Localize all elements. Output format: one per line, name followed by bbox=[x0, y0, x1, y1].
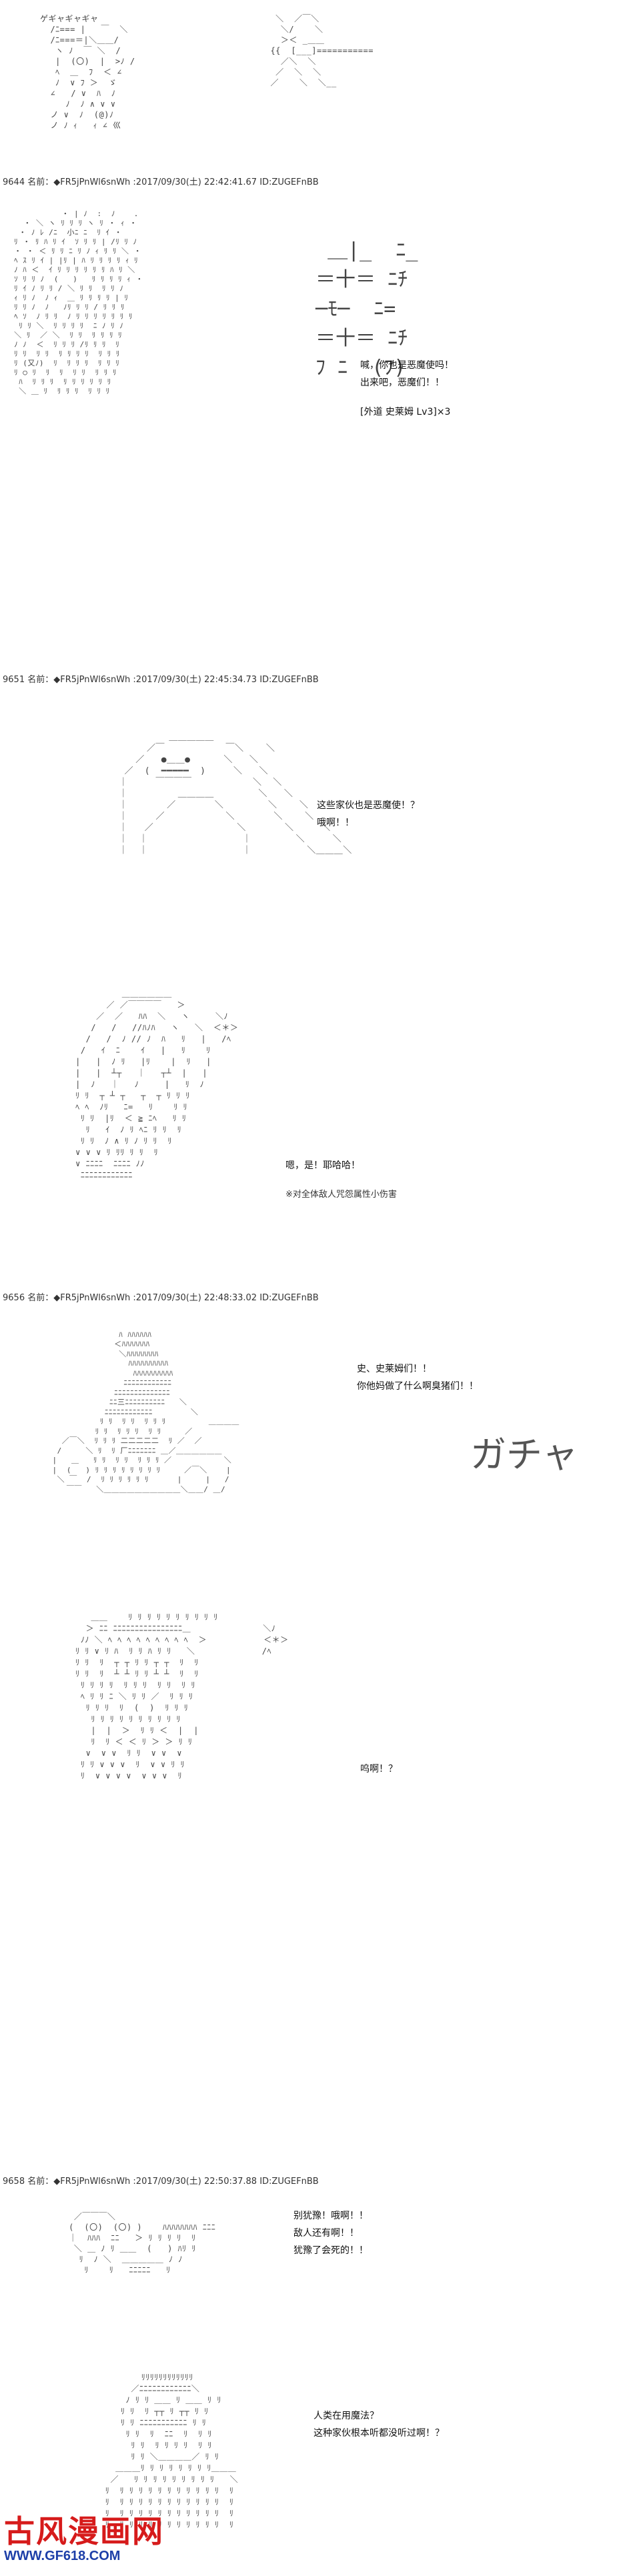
sfx-gacha: ガチャ bbox=[470, 1434, 578, 1476]
dialog-line: 犹豫了会死的！！ bbox=[293, 2245, 368, 2256]
dialog-line: 这些家伙也是恶魔使！？ bbox=[317, 800, 420, 811]
post-header: 9644 名前：◆FR5jPnWl6snWh :2017/09/30(土) 22… bbox=[3, 177, 319, 187]
ascii-art-witch-figure: ﾊ ﾊﾊﾊﾊﾊﾊ ＜ﾊﾊﾊﾊﾊﾊﾊ ＼ﾊﾊﾊﾊﾊﾊﾊﾊ ﾊﾊﾊﾊﾊﾊﾊﾊﾊﾊ ﾊ… bbox=[52, 1330, 239, 1494]
dialog-line: 敌人还有啊！！ bbox=[293, 2228, 359, 2239]
dialog-block: 嗯，是！耶哈哈！ ※对全体敌人咒怨属性小伤害 bbox=[285, 1157, 397, 1204]
dialog-block: 别犹豫！哦啊！！ 敌人还有啊！！ 犹豫了会死的！！ bbox=[293, 2207, 368, 2259]
site-watermark: 古风漫画网 WWW.GF618.COM bbox=[4, 2514, 164, 2564]
ascii-art-startled-figure: ＿＿ ﾘ ﾘ ﾘ ﾘ ﾘ ﾘ ﾘ ﾘ ﾘ ﾘ ＞ ﾆﾆ ﾆﾆﾆﾆﾆﾆﾆﾆﾆﾆﾆﾆ… bbox=[75, 1612, 289, 1780]
dialog-block: 喊，你也是恶魔使吗！ 出来吧，恶魔们！！ [外道 史莱姆 Lv3]×3 bbox=[360, 357, 454, 421]
dialog-block: 人类在用魔法？ 这种家伙根本听都没听过啊！？ bbox=[313, 2407, 444, 2442]
dialog-block: 史、史莱姆们！！ 你他妈做了什么啊臭猪们！！ bbox=[357, 1360, 478, 1395]
post-header: 9658 名前：◆FR5jPnWl6snWh :2017/09/30(土) 22… bbox=[3, 2177, 319, 2187]
dialog-line: 别犹豫！哦啊！！ bbox=[293, 2211, 368, 2221]
ascii-art-top-left: ゲギャギャギャ /ﾆ=== | ￣ ＼ /ﾆ===＝|＼＿＿/ ヽ ﾉ ￣ ＼ … bbox=[40, 14, 135, 130]
ascii-art-slime-creature: ＿＿＿＿＿ ／￣ ￣＼ ＼ ／ ●＿＿● ＼ ＼ ／ ( ━━━━━ ) ＼ ＼… bbox=[119, 732, 352, 856]
dialog-line: [外道 史莱姆 Lv3]×3 bbox=[360, 407, 451, 417]
watermark-url: WWW.GF618.COM bbox=[4, 2549, 121, 2563]
dialog-line: 史、史莱姆们！！ bbox=[357, 1364, 432, 1374]
ascii-art-title-lettering: ＿|_ ﾆ_ ＝十＝ ﾆﾁ ─ﾓ─ ﾆ= ＝十＝ ﾆﾁ ﾌ ﾆ (ﾌ) bbox=[316, 239, 418, 379]
post-header: 9651 名前：◆FR5jPnWl6snWh :2017/09/30(土) 22… bbox=[3, 675, 319, 685]
dialog-block: 呜啊！？ bbox=[360, 1760, 398, 1778]
dialog-line: 喊，你也是恶魔使吗！ bbox=[360, 360, 454, 371]
dialog-line: 人类在用魔法？ bbox=[313, 2411, 379, 2421]
dialog-line: 呜啊！？ bbox=[360, 1764, 398, 1774]
dialog-line: 哦啊！！ bbox=[317, 818, 354, 828]
ascii-art-bottom-figure: ﾘﾘﾘﾘﾘﾘﾘﾘﾘﾘﾘﾘ ／ﾆﾆﾆﾆﾆﾆﾆﾆﾆﾆﾆﾆ＼ ﾉ ﾘ ﾘ ＿＿ ﾘ ＿… bbox=[105, 2373, 239, 2529]
dialog-line: 出来吧，恶魔们！！ bbox=[360, 377, 444, 388]
dialog-line: 嗯，是！耶哈哈！ bbox=[285, 1160, 360, 1171]
dialog-line: 这种家伙根本听都没听过啊！？ bbox=[313, 2428, 444, 2439]
watermark-title: 古风漫画网 bbox=[4, 2513, 164, 2549]
dialog-note: ※对全体敌人咒怨属性小伤害 bbox=[285, 1190, 397, 1200]
dialog-line: 你他妈做了什么啊臭猪们！！ bbox=[357, 1381, 478, 1392]
ascii-art-crowd: ・ | ﾉ : ﾉ ． ・ ＼ ヽ ﾘ ﾘ ﾘ ヽ ﾘ ・ ｨ ・ ・ ﾉ ﾚ … bbox=[14, 209, 143, 395]
post-header: 9656 名前：◆FR5jPnWl6snWh :2017/09/30(土) 22… bbox=[3, 1293, 319, 1303]
ascii-art-hooded-figure: ＿＿＿＿＿＿ ／ ／￣￣￣￣ ＞ ／ ／ ﾊﾊ ＼ ヽ ＼ﾉ / / //ﾊﾉﾊ… bbox=[75, 989, 239, 1180]
top-strip-text: ゲギャギャギャ bbox=[40, 14, 99, 23]
dialog-block: 这些家伙也是恶魔使！？ 哦啊！！ bbox=[317, 797, 420, 832]
ascii-art-top-right: ＼ ／￣＼ ＼/ ＼ ＞＜ _＿＿ {{ [___]=========== ／＼… bbox=[270, 14, 374, 87]
ascii-art-small-creatures: ／￣￣￣＼ ( (〇) (〇) ) ﾊﾊﾊﾊﾊﾊﾊﾊ ﾆﾆﾆ ｜ ﾊﾊﾊ ﾆﾆ … bbox=[69, 2212, 216, 2275]
